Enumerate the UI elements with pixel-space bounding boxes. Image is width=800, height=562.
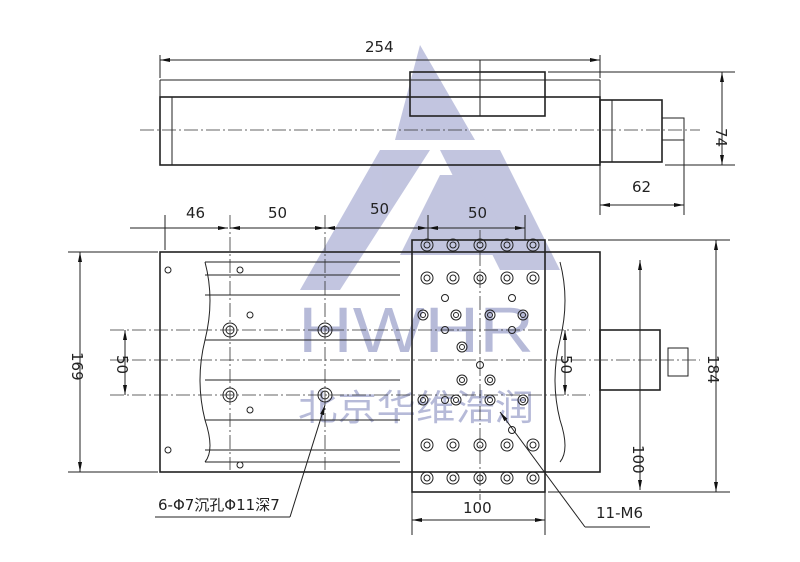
dim-top-height: 74 [712,128,730,147]
hole [420,238,434,252]
hole [449,274,457,282]
hole [503,474,511,482]
dim-left-pitch: 50 [113,355,131,374]
hole [476,474,484,482]
hole [503,241,511,249]
hole [446,238,460,252]
hole [420,397,426,403]
dim-motor-length: 62 [632,178,651,196]
hole [449,241,457,249]
hole [500,238,514,252]
hole [459,377,465,383]
dim-right-height: 184 [704,355,722,384]
hole [526,471,540,485]
hole [508,294,516,302]
carriage-hole-grid [417,238,540,485]
hole [529,241,537,249]
hole [423,241,431,249]
hole [423,441,431,449]
hole [500,471,514,485]
side-view: 254 74 62 [140,38,735,215]
hole [529,274,537,282]
hole [529,441,537,449]
callout-counterbore: 6-Φ7沉孔Φ11深7 [158,496,280,514]
hole [459,344,465,350]
hole [484,309,496,321]
hole [446,271,460,285]
hole [453,397,459,403]
hole [456,374,468,386]
hole [420,271,434,285]
hole [450,394,462,406]
hole [503,274,511,282]
hole [487,312,493,318]
hole [423,274,431,282]
hole [420,312,426,318]
dim-right-100: 100 [629,445,647,474]
plan-view: 46 50 50 50 169 50 184 50 100 100 6-Φ7沉孔… [68,200,730,535]
hole [487,397,493,403]
hole [420,471,434,485]
hole [517,394,529,406]
hole [456,341,468,353]
hole [508,426,516,434]
hole [420,438,434,452]
hole [529,474,537,482]
callout-tapped: 11-M6 [596,504,643,522]
hole [503,441,511,449]
hole [473,438,487,452]
watermark-logo [300,45,560,290]
hole [446,471,460,485]
hole [449,441,457,449]
hole [500,438,514,452]
hole [446,438,460,452]
hole [417,394,429,406]
hole [423,474,431,482]
hole [476,361,484,369]
dim-50-a: 50 [268,204,287,222]
hole [473,238,487,252]
hole [508,326,516,334]
dim-bottom-width: 100 [463,499,492,517]
dim-50-c: 50 [468,204,487,222]
hole [449,474,457,482]
watermark-company: 北京华维浩润 [298,387,534,428]
hole [450,309,462,321]
hole [526,238,540,252]
hole [520,312,526,318]
hole [453,312,459,318]
hole [487,377,493,383]
hole [476,441,484,449]
dim-carriage-pitch: 50 [557,355,575,374]
dim-46: 46 [186,204,205,222]
hole [520,397,526,403]
hole [526,271,540,285]
dim-left-height: 169 [68,352,86,381]
hole [526,438,540,452]
hole [517,309,529,321]
hole [484,394,496,406]
hole [441,396,449,404]
hole [476,274,484,282]
hole [473,471,487,485]
base-holes [164,266,333,469]
hole [441,294,449,302]
dim-50-b: 50 [370,200,389,218]
hole [473,271,487,285]
hole [441,326,449,334]
dim-top-length: 254 [365,38,394,56]
hole [500,271,514,285]
hole [417,309,429,321]
hole [476,241,484,249]
hole [484,374,496,386]
